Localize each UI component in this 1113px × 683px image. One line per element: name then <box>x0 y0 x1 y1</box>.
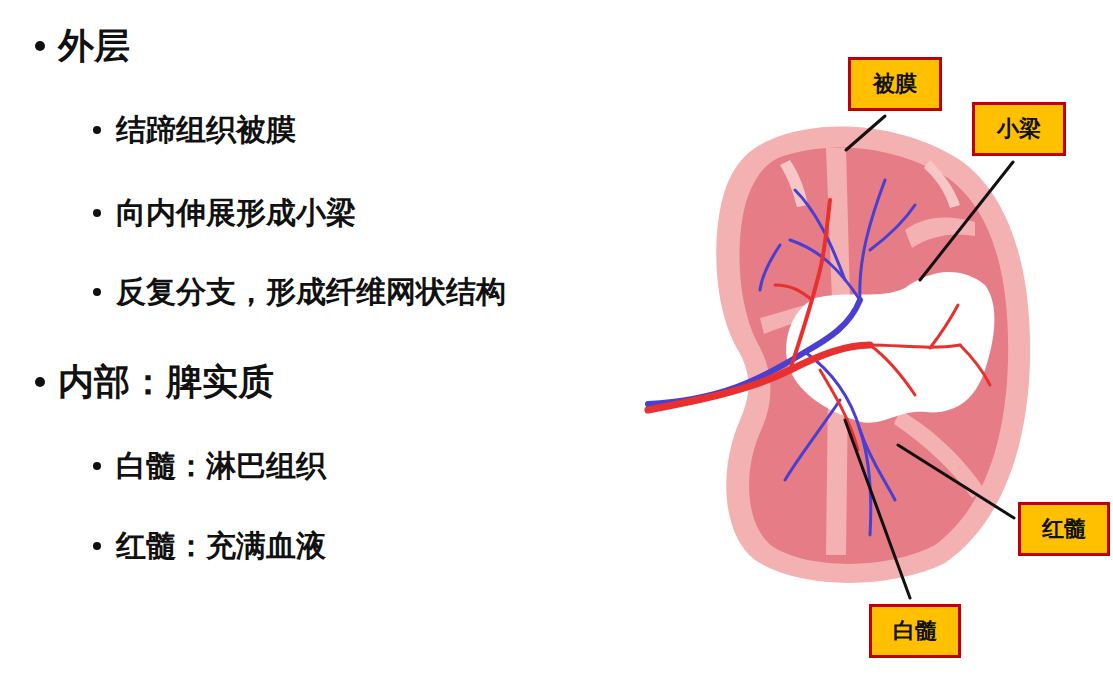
part-name: 被膜 <box>873 72 917 96</box>
label-box: 被膜 <box>848 57 942 111</box>
label-box: 白髓 <box>869 604 961 658</box>
bullet-item: 向内伸展形成小梁 <box>116 193 356 234</box>
bullet-item: 白髓：淋巴组织 <box>116 446 326 487</box>
bullet <box>93 462 101 470</box>
bullet-item: 反复分支，形成纤维网状结构 <box>116 272 506 313</box>
leader-line <box>898 445 1014 518</box>
bullets <box>35 41 101 550</box>
leader-lines <box>845 116 1014 598</box>
part-name: 红髓 <box>1042 517 1086 541</box>
bullet <box>93 542 101 550</box>
bullet <box>35 377 45 387</box>
label-box: 红髓 <box>1018 502 1110 556</box>
part-name: 小梁 <box>997 117 1041 141</box>
label-box: 小梁 <box>972 102 1066 156</box>
bullet <box>93 288 101 296</box>
part-name: 白髓 <box>893 619 937 643</box>
section-heading: 外层 <box>58 22 130 71</box>
spleen-capsule <box>716 127 1030 583</box>
bullet <box>35 41 45 51</box>
section-heading: 内部：脾实质 <box>58 358 274 407</box>
bullet-item: 结蹄组织被膜 <box>116 110 296 151</box>
arteries <box>648 200 990 450</box>
veins <box>648 180 915 535</box>
leader-line <box>845 420 910 598</box>
bullet-item: 红髓：充满血液 <box>116 526 326 567</box>
bullet <box>93 209 101 217</box>
leader-line <box>846 116 885 150</box>
bullet <box>93 126 101 134</box>
leader-line <box>920 162 1013 280</box>
